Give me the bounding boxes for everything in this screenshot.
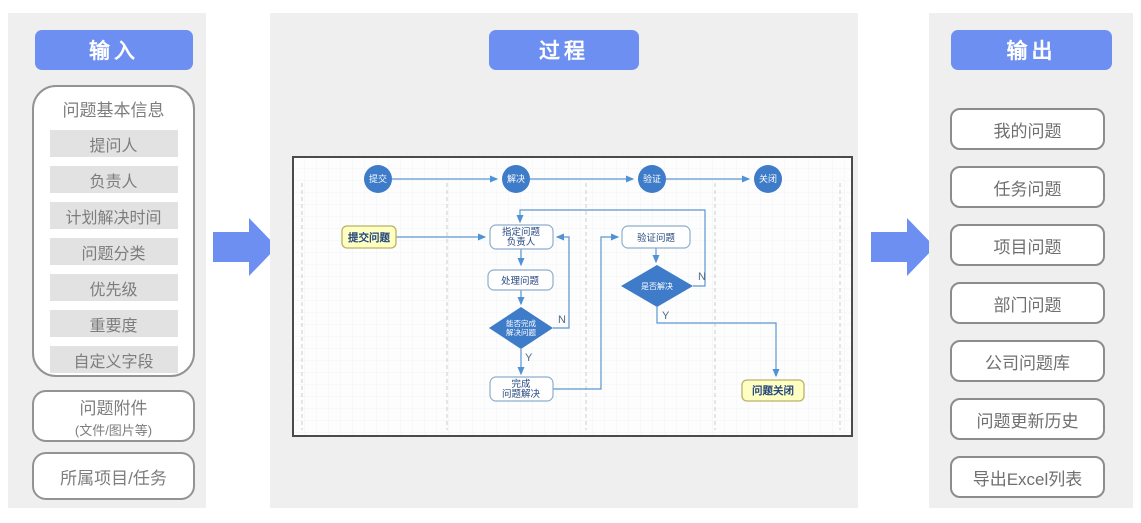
node-assign-owner-label-1: 指定问题 — [502, 226, 541, 238]
basic-info-group: 问题基本信息 提问人 负责人 计划解决时间 问题分类 优先级 重要度 自定义字段 — [32, 85, 195, 377]
stage-label-close: 关闭 — [759, 173, 777, 184]
branch-label-no-2: N — [698, 271, 706, 283]
right-arrow-icon — [871, 218, 935, 276]
decision-can-complete-label-1: 能否完成 — [506, 318, 536, 328]
stage-circles: 提交 解决 验证 关闭 — [364, 165, 782, 193]
stage-label-submit: 提交 — [369, 173, 387, 184]
branch-label-yes-1: Y — [525, 352, 533, 364]
node-assign-owner-label-2: 负责人 — [507, 236, 536, 248]
node-verify-problem: 验证问题 — [621, 225, 691, 249]
output-item-my-problems: 我的问题 — [950, 108, 1105, 150]
node-finish-solving-label-1: 完成 — [511, 378, 531, 390]
decision-can-complete: 能否完成 解决问题 — [489, 307, 553, 349]
output-panel: 输出 我的问题 任务问题 项目问题 部门问题 公司问题库 问题更新历史 导出Ex… — [929, 13, 1133, 508]
node-submit-problem: 提交问题 — [341, 225, 397, 249]
basic-info-item-priority: 优先级 — [49, 274, 178, 301]
branch-label-no-1: N — [558, 314, 566, 326]
node-finish-solving: 完成 问题解决 — [489, 376, 554, 402]
stage-circle-close — [754, 165, 782, 193]
flow-connectors — [392, 175, 780, 390]
attachment-subtitle: (文件/图片等) — [74, 422, 153, 438]
problem-workflow-flowchart: 提交 解决 验证 关闭 提交问题 指定问题 负责人 处理问题 能否完成 解决问题… — [292, 156, 853, 437]
node-submit-problem-label: 提交问题 — [348, 231, 390, 244]
output-header: 输出 — [951, 30, 1112, 70]
decision-can-complete-label-2: 解决问题 — [506, 327, 536, 337]
output-item-project-problems: 项目问题 — [950, 224, 1105, 266]
node-handle-problem: 处理问题 — [487, 269, 554, 291]
input-panel: 输入 问题基本信息 提问人 负责人 计划解决时间 问题分类 优先级 重要度 自定… — [8, 13, 206, 508]
basic-info-title: 问题基本信息 — [62, 101, 165, 120]
stage-circle-submit — [364, 165, 392, 193]
stage-circle-resolve — [502, 165, 530, 193]
output-item-company-problem-library: 公司问题库 — [950, 340, 1105, 382]
basic-info-item-custom-field: 自定义字段 — [49, 346, 178, 373]
node-problem-closed-label: 问题关闭 — [752, 384, 794, 397]
basic-info-item-asker: 提问人 — [49, 130, 178, 157]
attachment-title: 问题附件 — [79, 398, 148, 418]
node-finish-solving-label-2: 问题解决 — [502, 388, 541, 400]
right-arrow-icon — [213, 218, 277, 276]
output-item-task-problems: 任务问题 — [950, 166, 1105, 208]
decision-resolved: 是否解决 — [621, 265, 693, 307]
attachment-box: 问题附件 (文件/图片等) — [32, 390, 195, 442]
stage-label-verify: 验证 — [643, 173, 661, 184]
project-task-box: 所属项目/任务 — [32, 452, 195, 500]
basic-info-item-importance: 重要度 — [49, 310, 178, 337]
decision-resolved-label: 是否解决 — [641, 281, 673, 291]
basic-info-item-plan-time: 计划解决时间 — [49, 202, 178, 229]
node-verify-problem-label: 验证问题 — [637, 232, 676, 244]
process-header: 过程 — [489, 30, 639, 70]
basic-info-item-category: 问题分类 — [49, 238, 178, 265]
output-item-update-history: 问题更新历史 — [950, 398, 1105, 440]
node-assign-owner: 指定问题 负责人 — [489, 224, 554, 250]
branch-label-yes-2: Y — [662, 310, 670, 322]
stage-label-resolve: 解决 — [507, 173, 525, 184]
node-problem-closed: 问题关闭 — [741, 379, 805, 402]
basic-info-item-owner: 负责人 — [49, 166, 178, 193]
output-item-export-excel: 导出Excel列表 — [950, 456, 1105, 498]
node-handle-problem-label: 处理问题 — [501, 275, 540, 287]
input-header: 输入 — [35, 30, 193, 70]
stage-circle-verify — [638, 165, 666, 193]
output-item-department-problems: 部门问题 — [950, 282, 1105, 324]
